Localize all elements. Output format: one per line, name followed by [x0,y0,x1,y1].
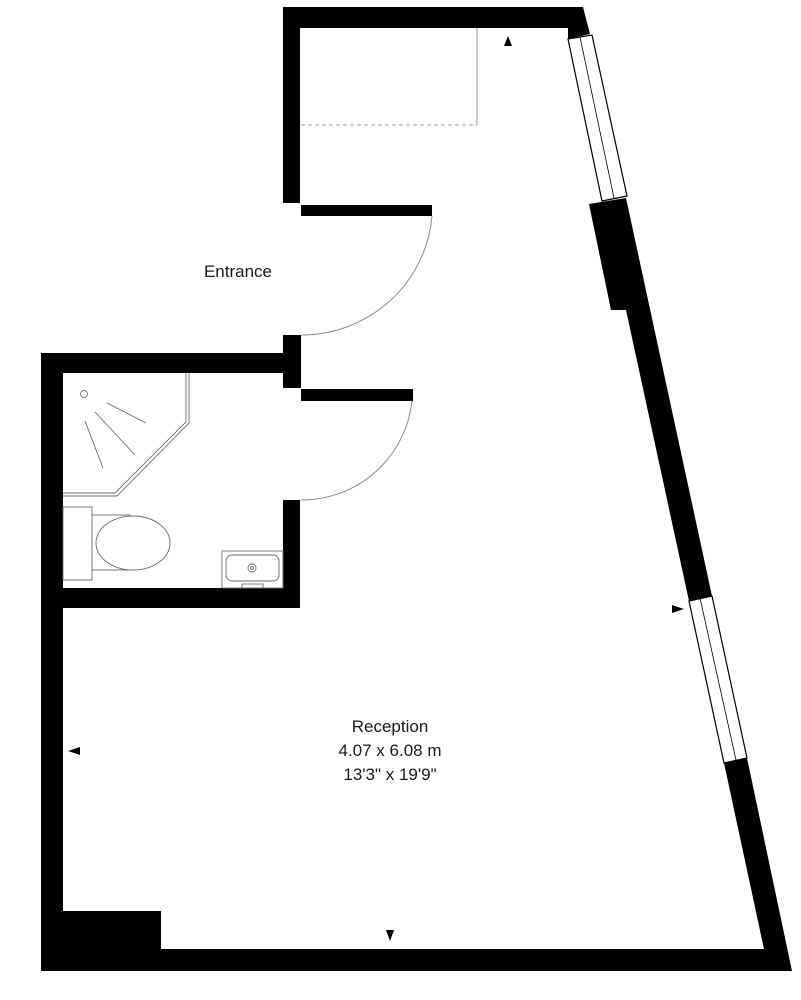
arrow-up-icon [504,36,512,46]
window-lower-right [688,595,748,764]
arrow-down-icon [386,930,394,941]
wall-top [283,7,590,203]
bathroom-door-swing [300,400,413,501]
room-label-reception: Reception [352,717,429,736]
storage-outline [301,28,478,126]
wall-bathroom-door-header [301,389,413,401]
room-size-imperial: 13'3" x 19'9" [343,765,436,784]
arrow-left-icon [68,747,80,755]
shower-head-icon [80,390,88,398]
window-upper-right [567,34,628,202]
wall-right-middle [589,198,712,601]
sink [221,550,284,589]
toilet [62,506,171,581]
arrow-right-icon [672,605,684,613]
shower [63,373,190,497]
wall-entrance-door-header [301,205,432,216]
room-size-metric: 4.07 x 6.08 m [338,741,441,760]
entrance-door-swing [300,215,433,336]
room-label-entrance: Entrance [204,262,272,281]
